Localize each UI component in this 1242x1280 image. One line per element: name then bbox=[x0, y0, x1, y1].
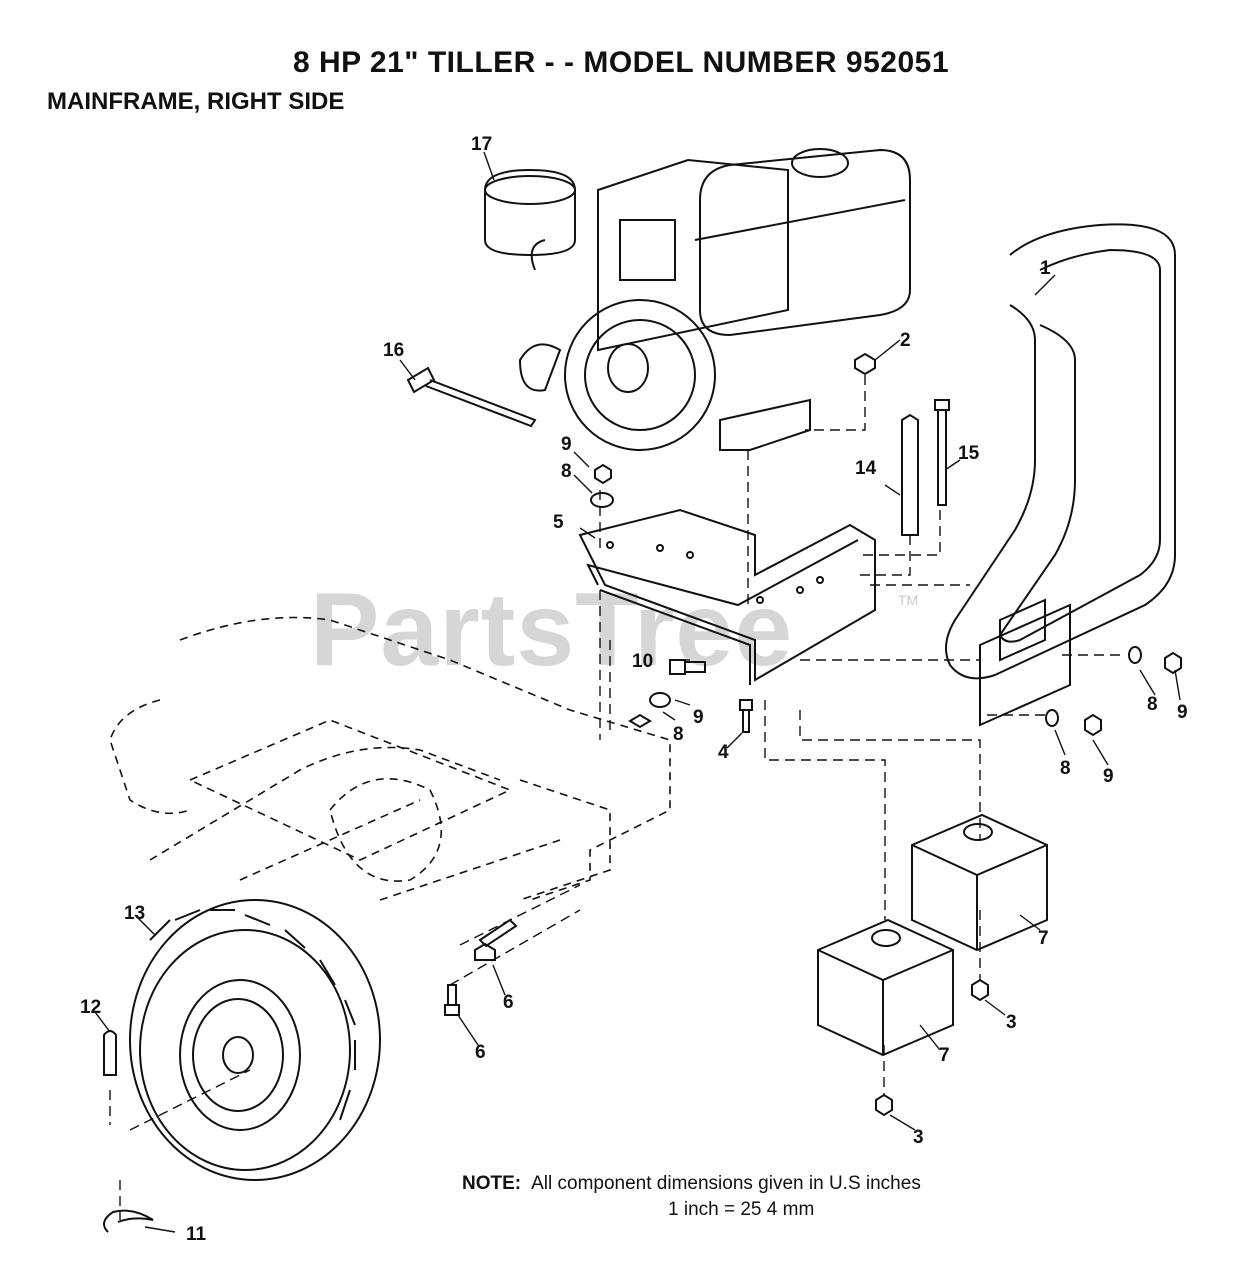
callout-9-engine: 9 bbox=[561, 434, 572, 455]
bolts-illustration bbox=[854, 352, 950, 536]
dimension-note: NOTE: All component dimensions given in U… bbox=[462, 1172, 921, 1195]
callout-8-engine: 8 bbox=[561, 461, 572, 482]
callout-4: 4 bbox=[718, 742, 729, 763]
watermark-tm: TM bbox=[898, 592, 919, 608]
wheel-tire-illustration bbox=[129, 899, 381, 1181]
callout-6-lower: 6 bbox=[475, 1042, 486, 1063]
page-title: 8 HP 21" TILLER - - MODEL NUMBER 952051 bbox=[292, 46, 950, 79]
hairpin-clip-illustration bbox=[103, 1209, 154, 1233]
callout-15: 15 bbox=[958, 443, 980, 464]
weight-block-upper bbox=[911, 813, 1048, 952]
callout-3-lower: 3 bbox=[913, 1127, 924, 1148]
callout-9-handle-lower: 9 bbox=[1103, 766, 1114, 787]
callout-3-upper: 3 bbox=[1006, 1012, 1017, 1033]
note-line-1: All component dimensions given in U.S in… bbox=[531, 1173, 921, 1194]
weight-block-lower bbox=[817, 918, 954, 1057]
fasteners-illustration bbox=[444, 463, 1182, 1117]
cable-tie-illustration bbox=[406, 366, 537, 428]
callout-7-upper: 7 bbox=[1038, 928, 1049, 949]
callout-8-frame: 8 bbox=[673, 724, 684, 745]
callout-6-upper: 6 bbox=[503, 992, 514, 1013]
clevis-pin-illustration bbox=[103, 1030, 117, 1076]
note-label: NOTE: bbox=[462, 1173, 522, 1194]
callout-9-handle-upper: 9 bbox=[1177, 702, 1188, 723]
callout-12: 12 bbox=[80, 997, 102, 1018]
tiller-body-outline bbox=[109, 616, 671, 901]
callout-11: 11 bbox=[186, 1224, 207, 1245]
callout-16: 16 bbox=[383, 340, 405, 361]
mainframe-plate-illustration bbox=[578, 508, 876, 685]
callout-9-frame: 9 bbox=[693, 707, 704, 728]
callout-5: 5 bbox=[553, 512, 564, 533]
assembly-leader-lines bbox=[109, 375, 1120, 1220]
section-subtitle: MAINFRAME, RIGHT SIDE bbox=[47, 88, 345, 115]
callout-2: 2 bbox=[900, 330, 911, 351]
callout-7-lower: 7 bbox=[939, 1045, 950, 1066]
callout-17: 17 bbox=[471, 134, 493, 155]
callout-leaders bbox=[94, 151, 1181, 1233]
note-line-2: 1 inch = 25 4 mm bbox=[668, 1199, 815, 1220]
callout-14: 14 bbox=[855, 458, 877, 479]
callout-1: 1 bbox=[1040, 258, 1051, 279]
callout-10: 10 bbox=[632, 651, 654, 672]
callout-8-handle-lower: 8 bbox=[1060, 758, 1071, 779]
engine-illustration bbox=[484, 148, 911, 451]
callout-13: 13 bbox=[124, 903, 146, 924]
callout-8-handle-upper: 8 bbox=[1147, 694, 1158, 715]
handle-bracket-illustration bbox=[945, 223, 1176, 727]
